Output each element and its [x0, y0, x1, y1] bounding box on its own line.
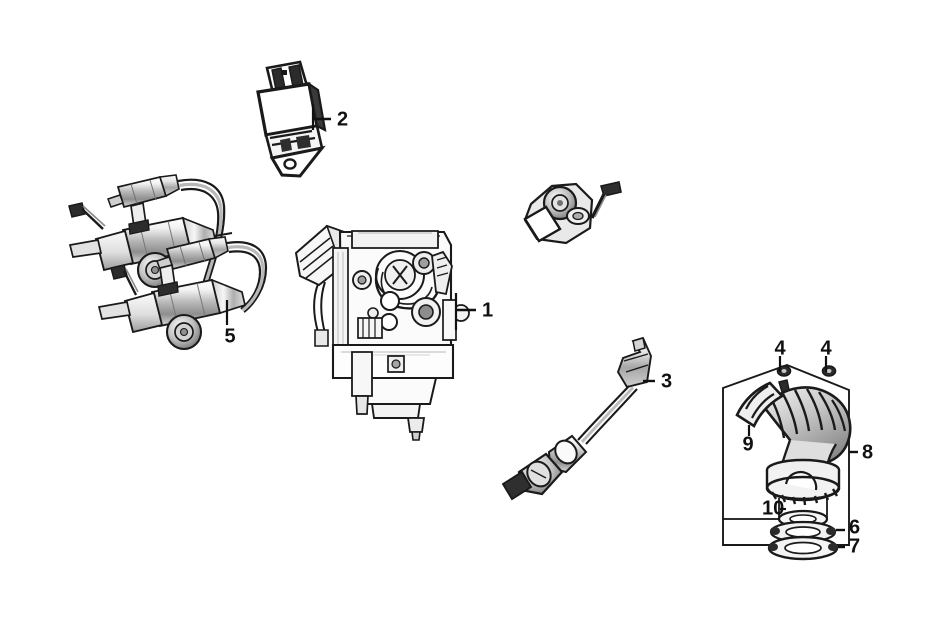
callout-label-4-left: 4: [774, 337, 786, 359]
callout-label-9: 9: [742, 433, 753, 455]
injector-bolt-lower: [110, 264, 139, 296]
part-o-ring-lower[interactable]: [767, 535, 839, 561]
callout-label-6: 6: [849, 516, 860, 538]
fuel-filter-upper: [107, 174, 180, 209]
callout-label-7: 7: [849, 535, 860, 557]
callout-label-2: 2: [337, 108, 348, 130]
part-mounting-bolt-right[interactable]: [821, 365, 837, 377]
part-manifold-clamp-band[interactable]: [735, 379, 790, 428]
injector-bolt-upper: [68, 202, 106, 230]
part-ecu-relay-unit[interactable]: [256, 60, 327, 178]
callout-leader-2: [311, 104, 331, 130]
callout-label-5: 5: [224, 325, 235, 347]
part-fuel-injector-upper[interactable]: [68, 174, 233, 292]
callout-leader-1: [454, 293, 476, 330]
part-intake-manifold-group[interactable]: [722, 363, 852, 546]
part-fuel-injector-lower[interactable]: [97, 236, 268, 351]
part-throttle-position-sensor[interactable]: [523, 182, 594, 245]
part-carburetor-throttle-body[interactable]: [294, 224, 470, 441]
callout-leaders-manifold: [723, 356, 858, 549]
callout-labels: 1 2 3 4 4 5 6 7 8 9 10: [224, 108, 873, 557]
part-gasket-upper[interactable]: [769, 520, 837, 544]
injector-lower: [97, 263, 247, 351]
callout-label-3: 3: [661, 370, 672, 392]
part-throttle-sensor-screw[interactable]: [590, 181, 622, 219]
callout-label-1: 1: [482, 299, 493, 321]
callout-label-4-right: 4: [820, 337, 832, 359]
callout-label-8: 8: [862, 441, 873, 463]
callout-label-10: 10: [762, 497, 784, 519]
part-sensor-with-harness[interactable]: [501, 336, 652, 501]
